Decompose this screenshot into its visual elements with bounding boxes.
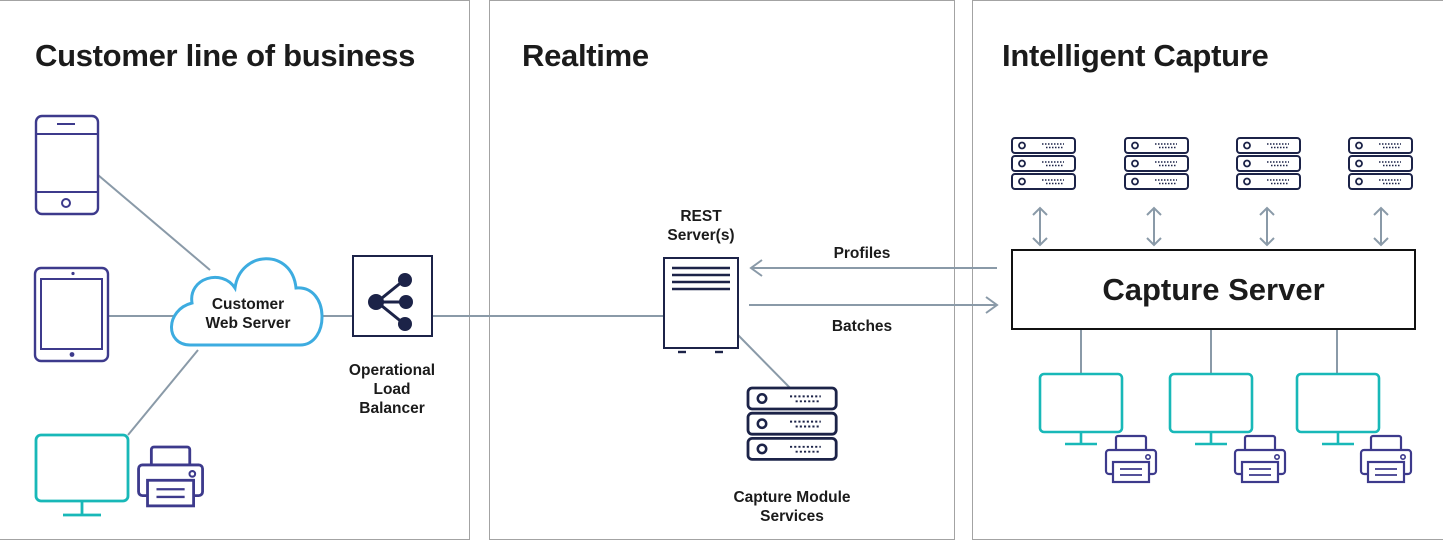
- batches-arrow: [749, 296, 999, 314]
- workstation-connectors: [1080, 330, 1338, 374]
- desktop-monitor-icon: [1168, 372, 1254, 446]
- capture-server-label: Capture Server: [1102, 271, 1325, 307]
- server-rack-icon: [1011, 137, 1076, 190]
- desktop-monitor-icon: [1038, 372, 1124, 446]
- load-balancer-label: Operational Load Balancer: [332, 361, 452, 418]
- client-connectors: [97, 174, 797, 436]
- web-server-label-line2: Web Server: [205, 315, 291, 332]
- server-rack-icon: [746, 386, 838, 461]
- capture-module-label: Capture Module Services: [712, 488, 872, 526]
- load-balancer-label-line1: Operational: [348, 362, 436, 379]
- load-balancer-label-line3: Balancer: [359, 400, 425, 417]
- web-server-label-line1: Customer: [211, 296, 285, 313]
- web-server-label: Customer Web Server: [188, 295, 308, 333]
- printer-icon: [1359, 434, 1413, 484]
- cloud-icon: [170, 257, 324, 347]
- server-rack-icon: [1236, 137, 1301, 190]
- profiles-arrow: [749, 259, 997, 277]
- panel-title-realtime: Realtime: [522, 38, 649, 73]
- smartphone-icon: [34, 114, 100, 216]
- desktop-monitor-icon: [1295, 372, 1381, 446]
- profiles-label: Profiles: [833, 245, 891, 262]
- batches-label: Batches: [831, 318, 893, 335]
- server-rack-icon: [1124, 137, 1189, 190]
- rest-server-label-line1: REST: [680, 208, 722, 225]
- share-network-icon: [352, 255, 433, 337]
- panel-title-customer: Customer line of business: [35, 38, 416, 73]
- capture-server-box: Capture Server: [1011, 249, 1416, 330]
- printer-icon: [1233, 434, 1287, 484]
- capture-module-label-line1: Capture Module: [733, 489, 851, 506]
- desktop-monitor-icon: [34, 433, 130, 517]
- panel-title-intelligent-capture: Intelligent Capture: [1002, 38, 1269, 73]
- server-rack-icon: [1348, 137, 1413, 190]
- tablet-icon: [33, 266, 110, 363]
- rest-server-label: REST Server(s): [656, 207, 746, 245]
- server-sync-arrows: [1032, 206, 1389, 247]
- capture-module-label-line2: Services: [760, 508, 824, 525]
- printer-icon: [1104, 434, 1158, 484]
- rest-server-label-line2: Server(s): [667, 227, 735, 244]
- load-balancer-label-line2: Load: [373, 381, 411, 398]
- printer-icon: [137, 445, 204, 508]
- server-tower-icon: [663, 257, 739, 354]
